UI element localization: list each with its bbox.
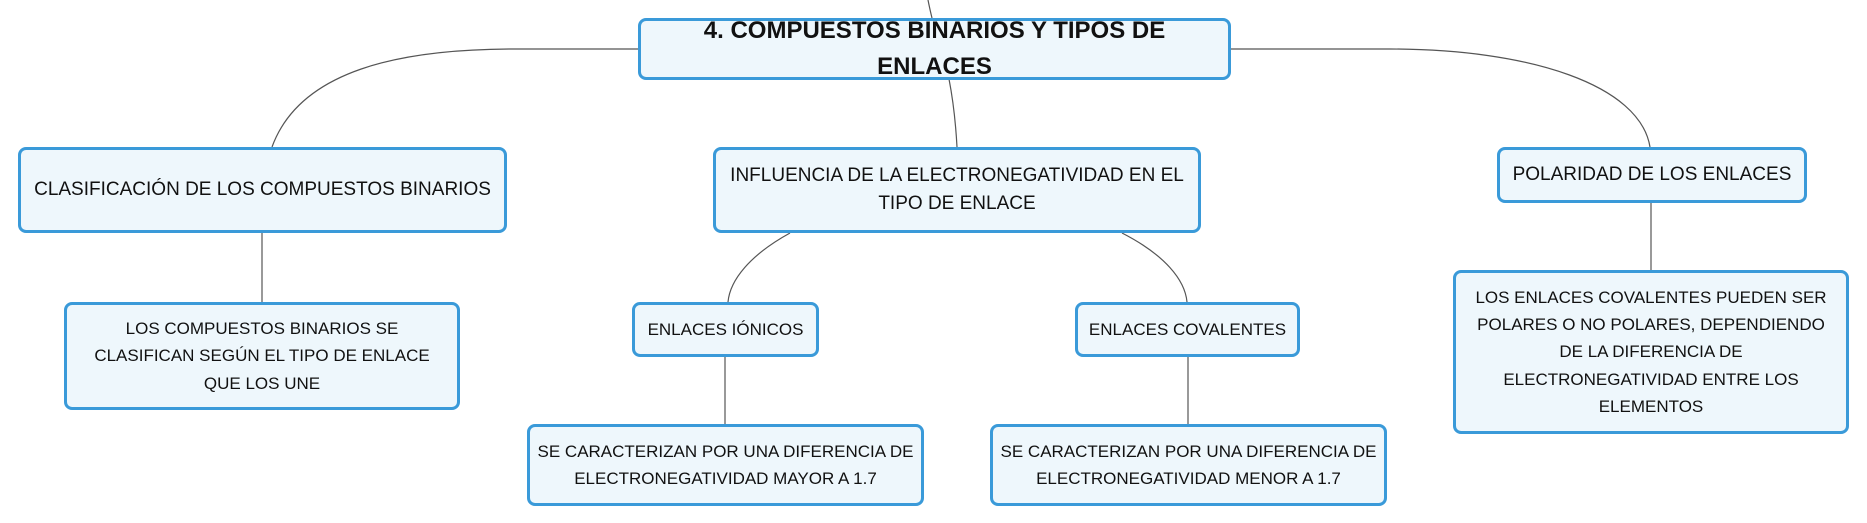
polaridad-label: POLARIDAD DE LOS ENLACES	[1512, 163, 1792, 185]
influencia-label: INFLUENCIA DE LA ELECTRONEGATIVIDAD EN E…	[730, 164, 1184, 215]
connector-root-to-influencia	[948, 78, 958, 148]
connector-influencia-to-ionicos	[727, 232, 791, 303]
connector-root-to-polaridad	[1229, 48, 1651, 148]
root-topic-node[interactable]: 4. COMPUESTOS BINARIOS Y TIPOS DE ENLACE…	[638, 17, 1231, 80]
clasificacion-label: CLASIFICACIÓN DE LOS COMPUESTOS BINARIOS	[34, 178, 491, 200]
clasificacion-detail-node[interactable]: LOS COMPUESTOS BINARIOS SE CLASIFICAN SE…	[64, 302, 460, 410]
root-topic-label: 4. COMPUESTOS BINARIOS Y TIPOS DE ENLACE…	[703, 17, 1166, 80]
clasificacion-node[interactable]: CLASIFICACIÓN DE LOS COMPUESTOS BINARIOS	[18, 147, 507, 233]
ionicos-detail-text: SE CARACTERIZAN POR UNA DIFERENCIA DE EL…	[537, 441, 914, 488]
connector-influencia-to-covalentes	[1121, 232, 1188, 303]
connector-parent-to-root	[927, 0, 933, 19]
ionicos-node[interactable]: ENLACES IÓNICOS	[632, 302, 819, 357]
ionicos-label: ENLACES IÓNICOS	[647, 319, 804, 339]
clasificacion-detail-text: LOS COMPUESTOS BINARIOS SE CLASIFICAN SE…	[94, 319, 430, 393]
polaridad-node[interactable]: POLARIDAD DE LOS ENLACES	[1497, 147, 1807, 203]
polaridad-detail-node[interactable]: LOS ENLACES COVALENTES PUEDEN SER POLARE…	[1453, 270, 1849, 434]
covalentes-node[interactable]: ENLACES COVALENTES	[1075, 302, 1300, 357]
polaridad-detail-text: LOS ENLACES COVALENTES PUEDEN SER POLARE…	[1475, 288, 1827, 416]
covalentes-label: ENLACES COVALENTES	[1088, 319, 1287, 339]
connector-root-to-clasificacion	[271, 48, 640, 148]
ionicos-detail-node[interactable]: SE CARACTERIZAN POR UNA DIFERENCIA DE EL…	[527, 424, 924, 506]
covalentes-detail-text: SE CARACTERIZAN POR UNA DIFERENCIA DE EL…	[1000, 441, 1377, 488]
covalentes-detail-node[interactable]: SE CARACTERIZAN POR UNA DIFERENCIA DE EL…	[990, 424, 1387, 506]
influencia-node[interactable]: INFLUENCIA DE LA ELECTRONEGATIVIDAD EN E…	[713, 147, 1201, 233]
